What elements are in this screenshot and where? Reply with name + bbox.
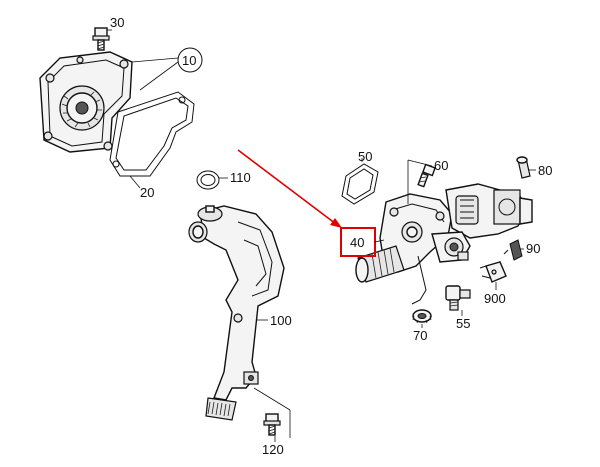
callout-30: 30 [110,15,124,30]
callout-100: 100 [270,313,292,328]
callout-900: 900 [484,291,506,306]
callout-55: 55 [456,316,470,331]
part-70-nut [412,309,432,324]
callout-90: 90 [526,241,540,256]
part-50-seal [341,163,379,205]
part-900-connector [479,261,507,283]
part-110-o-ring [196,170,220,190]
callout-120: 120 [262,442,284,457]
part-valve-actuator [431,183,533,263]
part-60-bolt [417,163,436,188]
part-90-clip [503,239,523,261]
callout-60: 60 [434,158,448,173]
part-10-pump-housing [39,51,133,153]
part-80-sensor [516,156,531,179]
callout-10: 10 [182,53,196,68]
callout-110: 110 [230,170,251,185]
leader-10 [131,57,179,63]
callout-70: 70 [413,328,427,343]
highlight-arrow [237,149,342,228]
callout-20: 20 [140,185,154,200]
part-120-bolt [263,413,281,436]
part-100-coolant-pipe [188,205,285,421]
part-55-sensor [445,285,471,311]
part-30-bolt [92,27,112,51]
callout-80: 80 [538,163,552,178]
part-20-gasket [109,91,195,177]
callout-50: 50 [358,149,372,164]
callout-40: 40 [350,235,364,250]
callout-10-circle [177,47,203,73]
